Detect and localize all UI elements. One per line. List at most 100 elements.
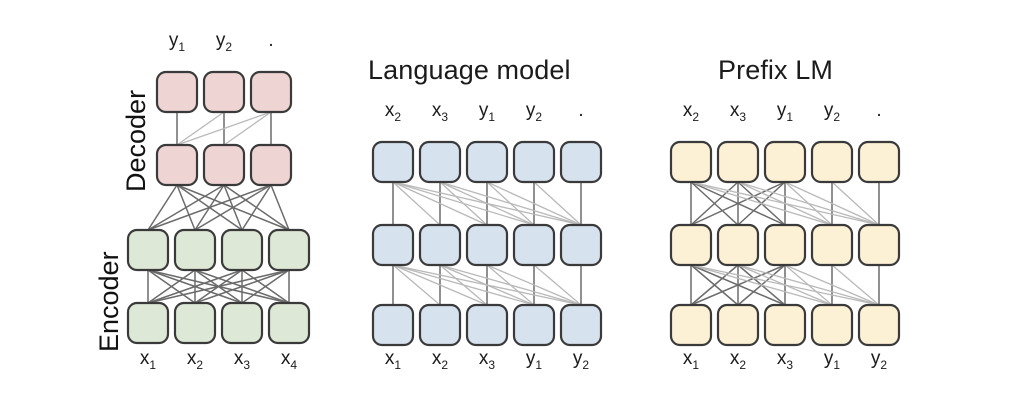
lm-block-r1-c2 [465,223,509,267]
panel1-top-token-2: . [268,30,274,51]
panel1-bottom-token-0: x1 [139,348,157,372]
lm-block-r0-c2 [465,140,509,184]
panel2-top-token-4: . [578,100,584,121]
panel2-bottom-token-4: y2 [572,348,590,372]
panel3-top-token-1: x3 [729,100,747,124]
decoder-block-r1-c1 [202,143,246,187]
connection-line [241,184,272,231]
connection-line [392,181,582,226]
lm-block-r1-c1 [418,223,462,267]
connection-line [176,111,272,146]
encoder-block-r0-c0 [126,228,170,272]
language-model-title: Language model [368,55,571,85]
connection-line [439,264,582,306]
connection-line [223,111,272,146]
panel1-top-token-1: y2 [215,30,233,54]
lm-block-r2-c1 [418,303,462,347]
connection-line [147,269,196,304]
connection-line [690,181,739,226]
connection-line [831,264,880,306]
connection-line [241,269,290,304]
panel2-top-token-1: x3 [431,100,449,124]
prefix-block-r1-c0 [669,223,713,267]
block-nodes [126,70,901,347]
connection-line [690,264,833,306]
lm-block-r1-c3 [512,223,556,267]
prefix-block-r0-c0 [669,140,713,184]
connection-line [831,181,880,226]
panel3-top-token-3: y2 [823,100,841,124]
connection-line [690,181,880,226]
connection-line [392,264,535,306]
prefix-lm-title: Prefix LM [718,55,833,85]
panel2-bottom-token-1: x2 [431,348,449,372]
connection-line [270,184,290,231]
lm-block-r0-c4 [559,140,603,184]
connection-line [784,264,880,306]
panel1-top-token-0: y1 [168,30,186,54]
prefix-block-r2-c3 [810,303,854,347]
connection-line [690,181,833,226]
connection-line [486,264,582,306]
decoder-block-r1-c0 [155,143,199,187]
lm-block-r0-c3 [512,140,556,184]
encoder-block-r1-c0 [126,301,170,345]
lm-block-r2-c0 [371,303,415,347]
prefix-block-r0-c4 [857,140,901,184]
connection-line [147,184,272,231]
connection-line [392,264,582,306]
panel2-bottom-token-2: x3 [478,348,496,372]
lm-block-r0-c0 [371,140,415,184]
lm-block-r2-c3 [512,303,556,347]
connection-line [533,181,582,226]
panel2-top-token-3: y2 [525,100,543,124]
connection-line [194,184,272,231]
panel3-bottom-token-1: x2 [729,348,747,372]
prefix-block-r1-c2 [763,223,807,267]
panel3-bottom-token-4: y2 [870,348,888,372]
panel2-bottom-token-0: x1 [384,348,402,372]
prefix-block-r2-c1 [716,303,760,347]
connection-line [690,264,739,306]
prefix-block-r0-c1 [716,140,760,184]
panel3-bottom-token-2: x3 [776,348,794,372]
connection-line [392,264,441,306]
connection-line [147,269,243,304]
prefix-block-r1-c1 [716,223,760,267]
connection-line [147,269,290,304]
decoder-block-r0-c2 [249,70,293,114]
encoder-block-r0-c1 [173,228,217,272]
panel1-bottom-token-3: x4 [280,348,298,372]
connection-line [439,181,582,226]
connection-line [737,264,880,306]
panel3-top-token-2: y1 [776,100,794,124]
connection-line [392,181,441,226]
decoder-block-r1-c2 [249,143,293,187]
panel2-top-token-2: y1 [478,100,496,124]
decoder-block-r0-c1 [202,70,246,114]
panel3-top-token-0: x2 [682,100,700,124]
panel3-bottom-token-0: x1 [682,348,700,372]
encoder-block-r0-c2 [220,228,264,272]
decoder-block-r0-c0 [155,70,199,114]
connection-edges [147,111,880,306]
encoder-block-r0-c3 [267,228,311,272]
encoder-side-label: Encoder [94,251,124,352]
connection-line [194,269,290,304]
prefix-block-r1-c4 [857,223,901,267]
panel3-bottom-token-3: y1 [823,348,841,372]
connection-line [784,181,880,226]
panel2-top-token-0: x2 [384,100,402,124]
panel1-bottom-token-1: x2 [186,348,204,372]
connection-line [690,264,786,306]
connection-line [486,181,582,226]
prefix-block-r2-c0 [669,303,713,347]
prefix-block-r2-c4 [857,303,901,347]
connection-line [176,111,225,146]
connection-line [147,184,178,231]
lm-block-r2-c2 [465,303,509,347]
connection-line [737,181,880,226]
encoder-block-r1-c2 [220,301,264,345]
